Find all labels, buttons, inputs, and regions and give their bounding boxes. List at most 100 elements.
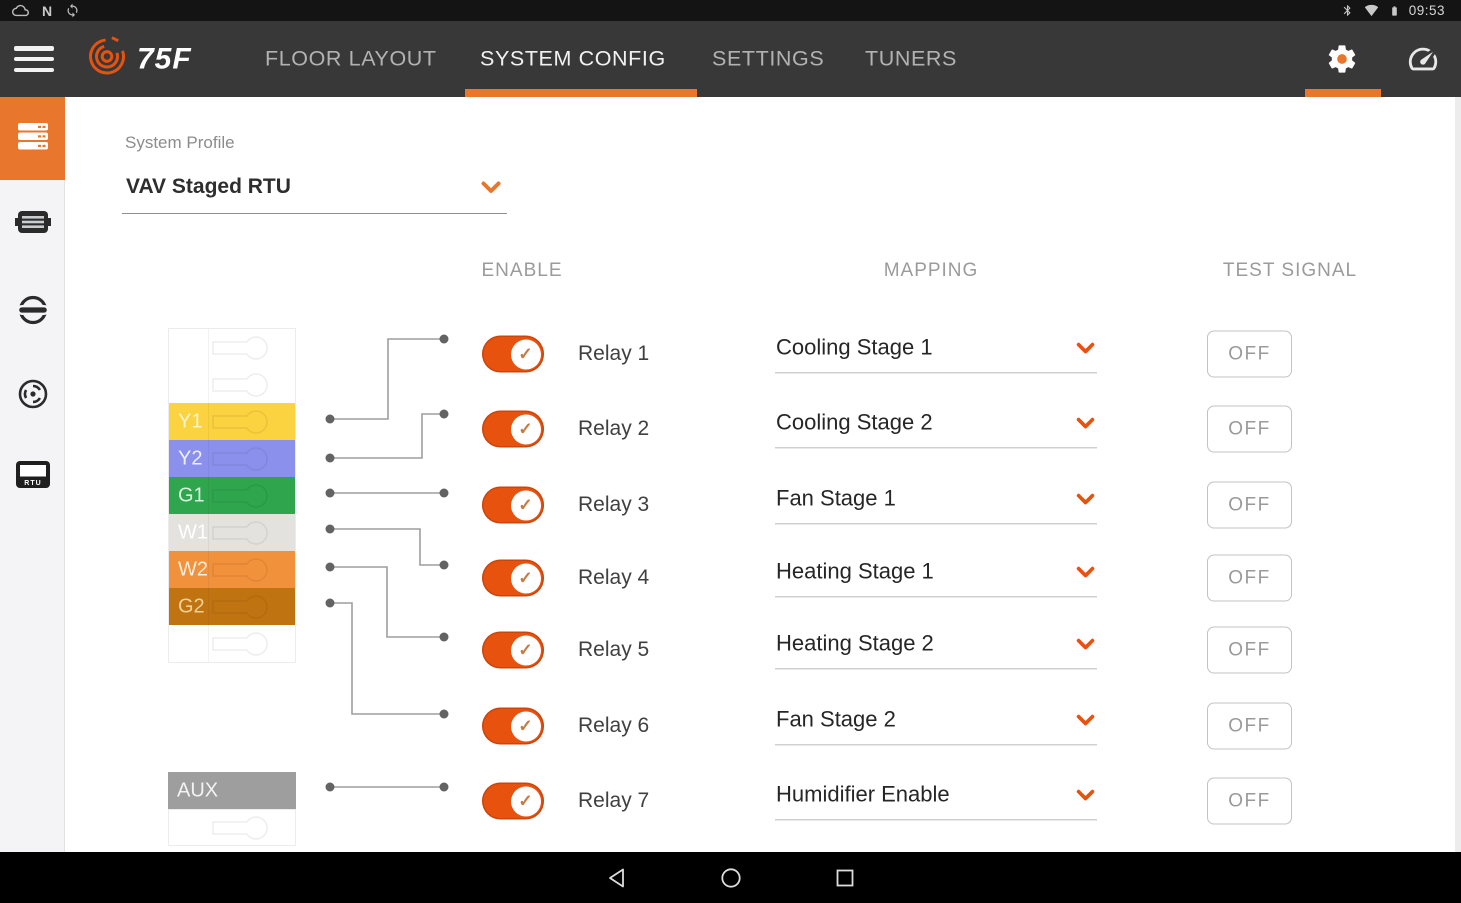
system-profile-label: System Profile bbox=[125, 133, 235, 152]
scrollbar-track[interactable] bbox=[1455, 97, 1461, 852]
system-config-panel: System Profile VAV Staged RTU ENABLE MAP… bbox=[65, 97, 1461, 852]
sidebar-item-relay-outputs[interactable] bbox=[0, 97, 65, 180]
brand-name: 75F bbox=[137, 42, 192, 75]
mapping-dropdown[interactable]: Humidifier Enable bbox=[775, 774, 1097, 821]
rtu-icon: RTU bbox=[14, 459, 52, 495]
toggle-check-icon: ✓ bbox=[510, 339, 541, 369]
terminal-label: W2 bbox=[178, 558, 208, 580]
sync-icon bbox=[65, 3, 80, 18]
terminal-y1: Y1 bbox=[169, 403, 295, 440]
chevron-down-icon bbox=[1076, 416, 1095, 434]
test-signal-button[interactable]: OFF bbox=[1207, 626, 1292, 674]
android-nav-bar bbox=[0, 852, 1461, 903]
terminal-label: G2 bbox=[178, 595, 205, 617]
mapping-value: Cooling Stage 2 bbox=[776, 409, 933, 435]
terminal-label: W1 bbox=[178, 521, 208, 543]
relay-enable-toggle[interactable]: ✓ bbox=[482, 559, 544, 597]
mapping-dropdown[interactable]: Cooling Stage 1 bbox=[775, 327, 1097, 374]
sidebar-item-rtu[interactable]: RTU bbox=[0, 453, 65, 501]
column-header-mapping: MAPPING bbox=[883, 260, 979, 281]
tab-tuners[interactable]: TUNERS bbox=[865, 46, 957, 71]
relay-enable-toggle[interactable]: ✓ bbox=[482, 631, 544, 669]
terminal-strip-icon bbox=[14, 208, 52, 241]
chevron-down-icon bbox=[1076, 788, 1095, 806]
relay-row: ✓ Relay 4 Heating Stage 1 OFF bbox=[65, 541, 1461, 616]
sidebar-item-fan[interactable] bbox=[0, 372, 65, 420]
tab-system-config[interactable]: SYSTEM CONFIG bbox=[480, 46, 666, 71]
mapping-dropdown[interactable]: Fan Stage 2 bbox=[775, 699, 1097, 746]
column-header-test-signal: TEST SIGNAL bbox=[1222, 260, 1358, 281]
terminal-empty-row bbox=[169, 625, 295, 662]
chevron-down-icon bbox=[1076, 713, 1095, 731]
test-signal-button[interactable]: OFF bbox=[1207, 702, 1292, 750]
mapping-dropdown[interactable]: Heating Stage 1 bbox=[775, 551, 1097, 598]
svg-text:RTU: RTU bbox=[24, 480, 41, 487]
relay-row: ✓ Relay 5 Heating Stage 2 OFF bbox=[65, 613, 1461, 688]
mapping-value: Fan Stage 1 bbox=[776, 485, 896, 511]
relay-enable-toggle[interactable]: ✓ bbox=[482, 410, 544, 448]
toggle-check-icon: ✓ bbox=[510, 563, 541, 593]
terminal-y2: Y2 bbox=[169, 440, 295, 477]
test-signal-button[interactable]: OFF bbox=[1207, 777, 1292, 825]
relay-enable-toggle[interactable]: ✓ bbox=[482, 486, 544, 524]
toggle-check-icon: ✓ bbox=[510, 786, 541, 816]
relay-label: Relay 3 bbox=[578, 493, 650, 516]
terminal-g1: G1 bbox=[169, 477, 295, 514]
settings-gear-icon[interactable] bbox=[1325, 42, 1359, 76]
toggle-check-icon: ✓ bbox=[510, 490, 541, 520]
back-icon[interactable] bbox=[606, 866, 630, 890]
recents-icon[interactable] bbox=[833, 866, 857, 890]
terminal-w1: W1 bbox=[169, 514, 295, 551]
terminal-label: Y2 bbox=[178, 447, 203, 469]
relay-row: ✓ Relay 2 Cooling Stage 2 OFF bbox=[65, 392, 1461, 467]
brand-logo: 75F bbox=[86, 36, 192, 83]
sidebar-item-terminal-strip[interactable] bbox=[0, 200, 65, 248]
relay-label: Relay 5 bbox=[578, 638, 650, 661]
tab-floor-layout[interactable]: FLOOR LAYOUT bbox=[265, 46, 437, 71]
mapping-dropdown[interactable]: Fan Stage 1 bbox=[775, 478, 1097, 525]
test-signal-button[interactable]: OFF bbox=[1207, 405, 1292, 453]
dashboard-gauge-icon[interactable] bbox=[1406, 42, 1440, 76]
relay-row: ✓ Relay 6 Fan Stage 2 OFF bbox=[65, 689, 1461, 764]
test-signal-button[interactable]: OFF bbox=[1207, 481, 1292, 529]
chevron-down-icon bbox=[1076, 565, 1095, 583]
chevron-down-icon bbox=[481, 181, 501, 199]
terminal-label: AUX bbox=[177, 779, 219, 801]
mapping-dropdown[interactable]: Heating Stage 2 bbox=[775, 623, 1097, 670]
terminal-w2: W2 bbox=[169, 551, 295, 588]
terminal-label: Y1 bbox=[178, 410, 203, 432]
relay-outputs-icon bbox=[15, 120, 51, 157]
75f-logo-icon bbox=[86, 36, 128, 83]
active-tab-underline bbox=[465, 89, 697, 97]
relay-enable-toggle[interactable]: ✓ bbox=[482, 782, 544, 820]
left-sidebar: RTU bbox=[0, 97, 65, 852]
relay-enable-toggle[interactable]: ✓ bbox=[482, 707, 544, 745]
menu-hamburger-icon[interactable] bbox=[14, 46, 54, 72]
relay-label: Relay 1 bbox=[578, 342, 650, 365]
terminal-block-divider bbox=[208, 329, 209, 662]
nfc-icon: N bbox=[42, 2, 53, 19]
relay-enable-toggle[interactable]: ✓ bbox=[482, 335, 544, 373]
tab-settings[interactable]: SETTINGS bbox=[712, 46, 825, 71]
fan-icon bbox=[16, 377, 50, 416]
chevron-down-icon bbox=[1076, 341, 1095, 359]
test-signal-button[interactable]: OFF bbox=[1207, 330, 1292, 378]
toggle-check-icon: ✓ bbox=[510, 711, 541, 741]
system-profile-dropdown[interactable]: VAV Staged RTU bbox=[122, 161, 507, 214]
sidebar-item-damper[interactable] bbox=[0, 288, 65, 336]
cloud-icon bbox=[12, 2, 29, 19]
test-signal-button[interactable]: OFF bbox=[1207, 554, 1292, 602]
relay-label: Relay 4 bbox=[578, 566, 650, 589]
terminal-aux: AUX bbox=[168, 772, 296, 809]
mapping-value: Heating Stage 1 bbox=[776, 558, 934, 584]
app-toolbar: 75F FLOOR LAYOUT SYSTEM CONFIG SETTINGS … bbox=[0, 21, 1461, 97]
relay-label: Relay 2 bbox=[578, 417, 650, 440]
home-icon[interactable] bbox=[719, 866, 743, 890]
column-header-enable: ENABLE bbox=[481, 260, 563, 281]
relay-label: Relay 6 bbox=[578, 714, 650, 737]
relay-row: ✓ Relay 7 Humidifier Enable OFF bbox=[65, 764, 1461, 839]
mapping-dropdown[interactable]: Cooling Stage 2 bbox=[775, 402, 1097, 449]
mapping-value: Humidifier Enable bbox=[776, 781, 950, 807]
